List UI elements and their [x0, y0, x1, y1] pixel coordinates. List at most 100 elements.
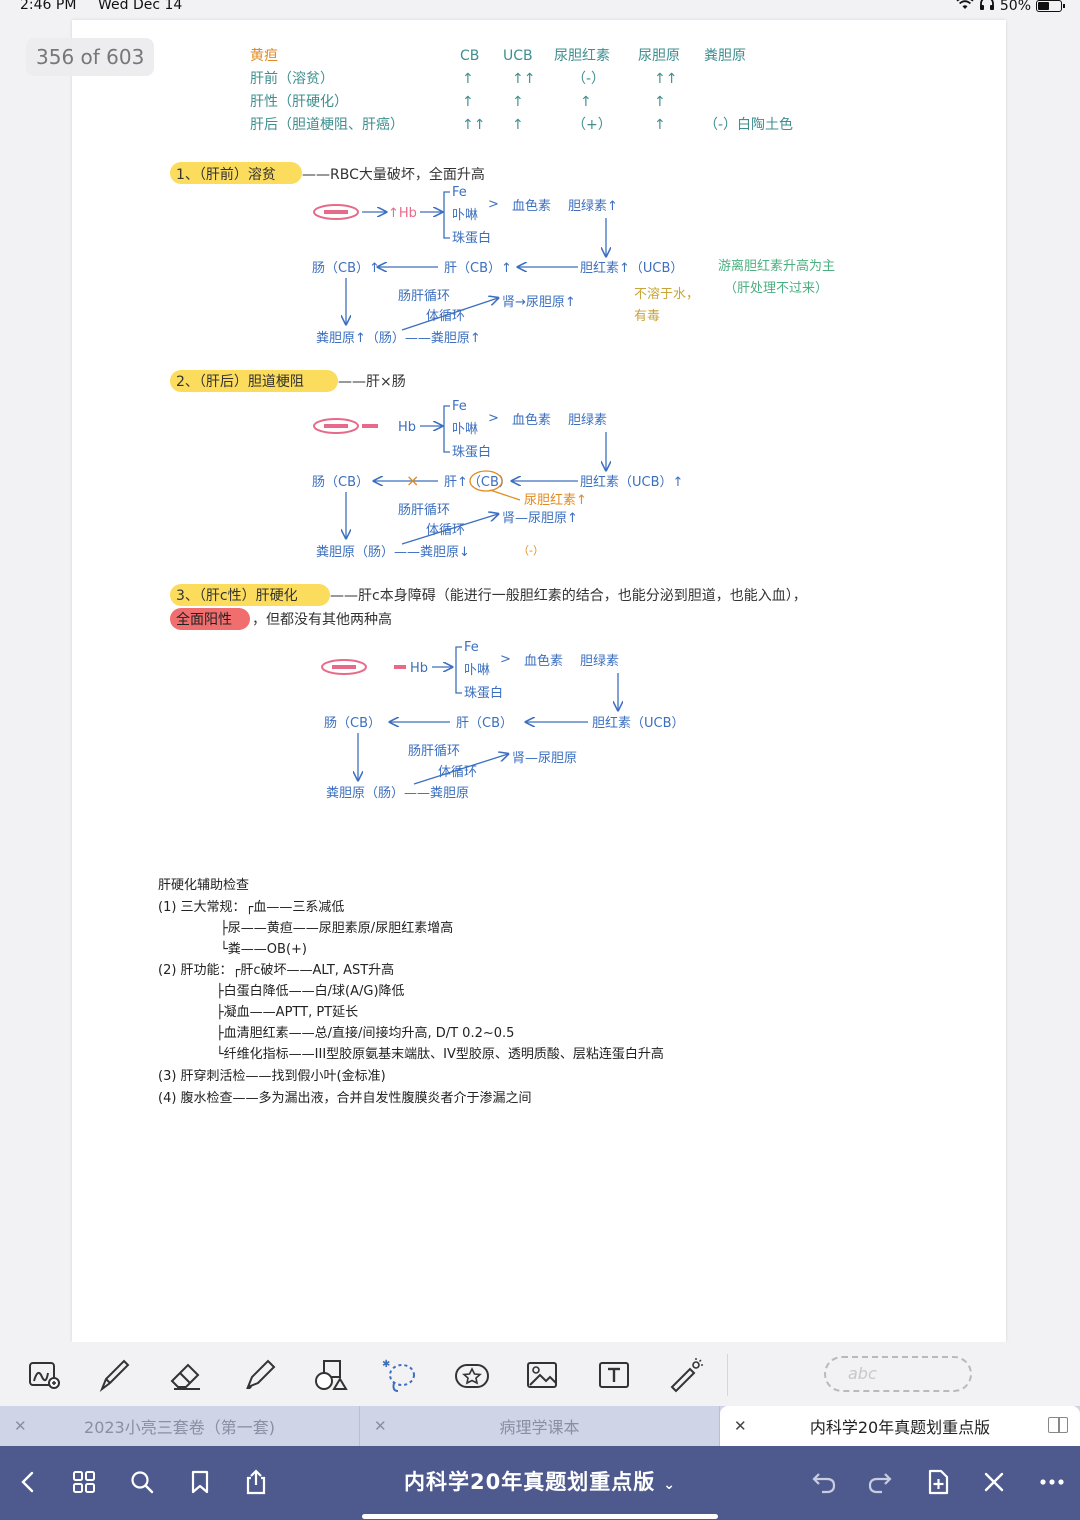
tab-2023-exam[interactable]: ✕ 2023小亮三套卷（第一套) [0, 1406, 360, 1446]
headphones-icon [979, 0, 995, 14]
section2-fe: Fe [452, 399, 467, 414]
battery-percent: 50% [999, 0, 1031, 14]
shapes-tool-button[interactable] [306, 1352, 354, 1398]
bookmark-button[interactable] [182, 1464, 218, 1500]
table-row-label: 肝性（肝硬化） [250, 94, 348, 110]
battery-icon [1036, 0, 1065, 12]
section3-systemic: 体循环 [438, 765, 477, 780]
share-icon [246, 1469, 266, 1495]
table-header-urobilinogen: 尿胆原 [638, 48, 680, 64]
section1-heme: 血色素 [512, 198, 551, 214]
exam-line: (3) 肝穿刺活检——找到假小叶(金标准) [158, 1068, 386, 1084]
share-button[interactable] [238, 1464, 274, 1500]
laser-pointer-icon [670, 1358, 703, 1393]
table-cell: （-） [572, 71, 605, 87]
chevron-left-icon [21, 1471, 34, 1493]
svg-text:✱: ✱ [382, 1359, 390, 1370]
section3-heme: 血色素 [524, 653, 563, 669]
section2-intestine: 肠（CB） [312, 475, 369, 490]
section3-hb: Hb [410, 661, 428, 676]
highlighter-icon [246, 1359, 276, 1389]
section2-globin: 珠蛋白 [452, 444, 491, 460]
table-row-label: 肝后（胆道梗阻、肝癌） [250, 117, 404, 133]
document-title-text: 内科学20年真题划重点版 [404, 1470, 656, 1494]
section3-heading: 3、（肝c性）肝硬化 [176, 588, 298, 604]
tab-pathology[interactable]: ✕ 病理学课本 [360, 1406, 720, 1446]
section1-globin: 珠蛋白 [452, 230, 491, 246]
tab-label: 内科学20年真题划重点版 [809, 1418, 991, 1437]
section3-badge: 全面阳性 [176, 611, 232, 628]
handwriting-input-box[interactable]: abc [824, 1356, 972, 1392]
eraser-tool-button[interactable] [162, 1352, 210, 1398]
undo-button[interactable] [806, 1464, 842, 1500]
add-page-button[interactable] [920, 1464, 956, 1500]
more-button[interactable] [1034, 1464, 1070, 1500]
pen-tool-button[interactable] [90, 1352, 138, 1398]
section3-enterohepatic: 肠肝循环 [408, 744, 460, 759]
thumbnails-button[interactable] [66, 1464, 102, 1500]
section1-porphyrin: 卟啉 [452, 208, 478, 223]
section1-note-yellow2: 有毒 [634, 309, 660, 324]
pen-icon [99, 1359, 130, 1392]
exam-line: (4) 腹水检查——多为漏出液，合并自发性腹膜炎者介于渗漏之间 [158, 1090, 532, 1106]
close-icon[interactable]: ✕ [734, 1417, 747, 1435]
bookmark-icon [191, 1470, 209, 1494]
redo-button[interactable] [862, 1464, 898, 1500]
sticker-icon [455, 1364, 489, 1388]
image-tool-button[interactable] [518, 1352, 566, 1398]
image-icon [527, 1362, 557, 1388]
document-page[interactable]: 黄疸 CB UCB 尿胆红素 尿胆原 粪胆原 肝前（溶贫） ↑ ↑↑ （-） ↑… [72, 20, 1006, 1342]
document-title[interactable]: 内科学20年真题划重点版⌄ [0, 1466, 1080, 1496]
table-cell: ↑↑ [654, 71, 677, 87]
shapes-icon [315, 1360, 348, 1390]
home-indicator[interactable] [362, 1514, 718, 1519]
section3-line2: ，但都没有其他两种高 [252, 611, 392, 628]
redo-icon [868, 1473, 892, 1494]
section3-biliverdin: 胆绿素 [580, 654, 619, 669]
annotation-toolbar: ✱ abc [0, 1342, 1080, 1406]
section1-biliverdin: 胆绿素↑ [568, 199, 618, 214]
sticker-tool-button[interactable] [448, 1352, 496, 1398]
add-page-icon [928, 1469, 949, 1495]
section3-globin: 珠蛋白 [464, 685, 503, 701]
exam-line: └粪——OB(+) [158, 940, 307, 957]
section3-kidney: 肾—尿胆原 [512, 751, 577, 766]
laser-pointer-tool-button[interactable] [662, 1352, 710, 1398]
split-view-icon[interactable] [1048, 1417, 1068, 1433]
section3-fe: Fe [464, 640, 479, 655]
back-button[interactable] [10, 1464, 46, 1500]
section1-fe: Fe [452, 185, 467, 200]
highlighter-tool-button[interactable] [234, 1352, 282, 1398]
highlight-section3 [170, 584, 330, 606]
section1-kidney: 肾→尿胆原↑ [502, 295, 576, 310]
section1-enterohepatic: 肠肝循环 [398, 289, 450, 304]
exam-title: 肝硬化辅助检查 [158, 878, 249, 893]
table-cell: （+） [572, 117, 612, 133]
search-button[interactable] [124, 1464, 160, 1500]
lasso-icon: ✱ [382, 1359, 415, 1392]
tab-internal-medicine[interactable]: ✕ 内科学20年真题划重点版 [720, 1406, 1080, 1446]
section1-stool: 粪胆原↑（肠）——粪胆原↑ [316, 331, 481, 346]
close-edit-button[interactable] [976, 1464, 1012, 1500]
tab-label: 2023小亮三套卷（第一套) [84, 1418, 275, 1437]
toolbar-divider [727, 1354, 728, 1396]
section3-gt: > [500, 652, 511, 667]
section2-suffix: ——肝×肠 [338, 374, 406, 390]
section1-bilirubin: 胆红素↑（UCB） [580, 260, 683, 276]
section2-stool: 粪胆原（肠）——粪胆原↓ [316, 545, 470, 560]
text-tool-button[interactable] [590, 1352, 638, 1398]
table-cell: ↑ [462, 71, 474, 87]
section1-hb: ↑Hb [388, 206, 417, 221]
close-icon[interactable]: ✕ [374, 1417, 387, 1435]
table-cell: ↑↑ [462, 117, 485, 133]
table-header-jaundice: 黄疸 [250, 47, 278, 64]
section2-urine-bilirubin: 尿胆红素↑ [524, 492, 587, 508]
section1-note-yellow1: 不溶于水， [634, 287, 699, 302]
close-icon[interactable]: ✕ [14, 1417, 27, 1435]
table-cell: ↑ [580, 94, 592, 110]
lasso-tool-button[interactable]: ✱ [376, 1352, 424, 1398]
undo-icon [812, 1473, 836, 1494]
more-icon [1040, 1479, 1064, 1485]
exam-line: (1) 三大常规：┌血——三系减低 [158, 900, 344, 915]
lasso-zoom-tool-button[interactable] [20, 1352, 68, 1398]
